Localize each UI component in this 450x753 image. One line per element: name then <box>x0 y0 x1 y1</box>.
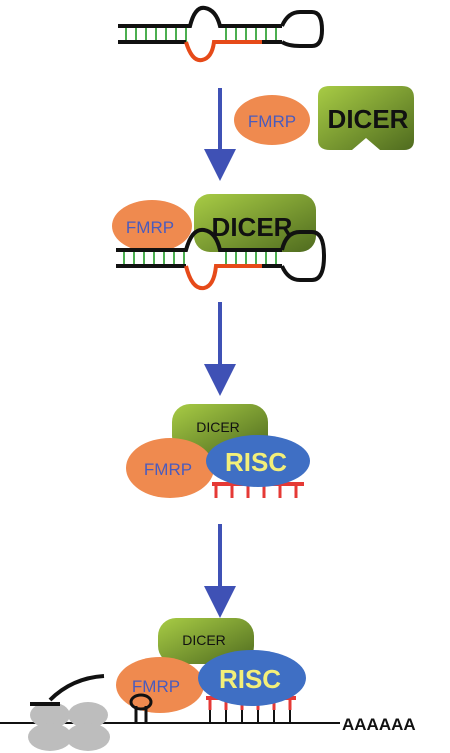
dicer-label-step2: DICER <box>212 212 293 242</box>
dicer-label-step3: DICER <box>196 419 240 435</box>
fmrp-protein-step4: FMRP <box>116 657 204 713</box>
fmrp-label-step3: FMRP <box>144 460 192 479</box>
ribosome <box>28 702 110 751</box>
hairpin-with-complex <box>123 250 277 266</box>
risc-complex-step3: RISC <box>206 435 310 487</box>
poly-a-tail: AAAAAA <box>342 715 416 734</box>
dicer-protein-step1: DICER <box>318 86 414 150</box>
risc-label-step4: RISC <box>219 664 281 694</box>
mrna-stem-loop <box>129 693 153 722</box>
fmrp-protein-step3: FMRP <box>126 438 214 498</box>
fmrp-protein-step1: FMRP <box>234 95 310 145</box>
fmrp-label-step2: FMRP <box>126 218 174 237</box>
dicer-protein-step2: DICER <box>194 194 316 252</box>
risc-label-step3: RISC <box>225 447 287 477</box>
dicer-label-step1: DICER <box>328 104 409 134</box>
inhibition-symbol <box>30 674 105 706</box>
hairpin-strands-step2 <box>116 227 327 291</box>
fmrp-label-step4: FMRP <box>132 677 180 696</box>
fmrp-label-step1: FMRP <box>248 112 296 131</box>
fmrp-protein-step2: FMRP <box>112 200 192 252</box>
pre-mirna-hairpin <box>118 5 325 63</box>
risc-complex-step4: RISC <box>198 650 306 706</box>
dicer-label-step4: DICER <box>182 632 226 648</box>
